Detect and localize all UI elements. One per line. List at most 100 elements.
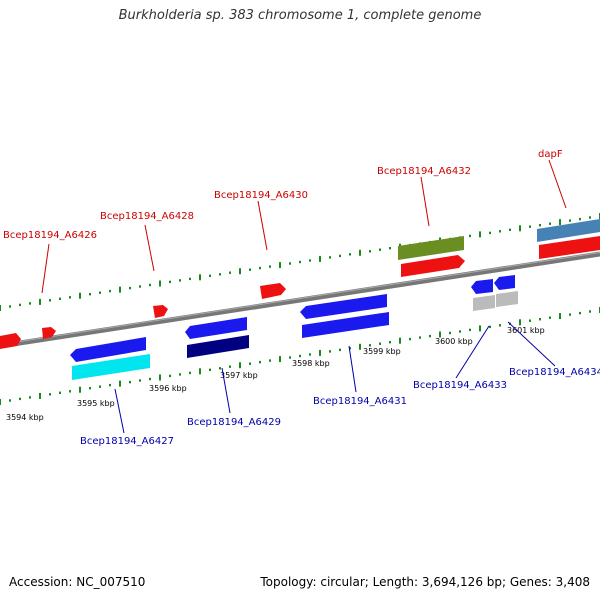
outer-track-minor-tick — [339, 254, 341, 258]
inner-track-minor-tick — [329, 350, 331, 353]
outer-track-minor-tick — [219, 273, 221, 276]
leader-a6428 — [144, 224, 155, 272]
outer-track-major-tick — [519, 225, 521, 232]
top-gene-labels: Bcep18194_A6426 Bcep18194_A6428 Bcep1819… — [3, 149, 567, 294]
gene-a6426-arrow[interactable] — [0, 333, 21, 349]
accession-text: Accession: NC_007510 — [9, 575, 146, 589]
outer-track-minor-tick — [509, 228, 511, 231]
inner-track-minor-tick — [189, 371, 191, 375]
outer-track-minor-tick — [69, 296, 71, 299]
gene-navy-feature[interactable] — [187, 335, 249, 358]
kbp-label-3600: 3600 kbp — [435, 337, 473, 346]
gene-label-a6427[interactable]: Bcep18194_A6427 — [80, 436, 174, 447]
gene-small-red-2[interactable] — [153, 305, 168, 318]
inner-track-minor-tick — [389, 341, 391, 344]
outer-track-minor-tick — [369, 250, 371, 253]
inner-track-minor-tick — [489, 325, 491, 329]
inner-track-minor-tick — [369, 344, 371, 347]
gene-cyan-feature[interactable] — [72, 354, 150, 380]
gene-label-a6434[interactable]: Bcep18194_A6434 — [509, 367, 600, 378]
outer-track-minor-tick — [149, 283, 151, 287]
gene-a6432-arrow[interactable] — [401, 255, 465, 277]
outer-track-minor-tick — [569, 219, 571, 222]
inner-track-major-tick — [159, 374, 161, 381]
inner-track-major-tick — [199, 368, 201, 375]
outer-track-minor-tick — [579, 217, 581, 221]
outer-track-minor-tick — [129, 286, 131, 290]
gene-dapf-arrow[interactable] — [539, 236, 600, 259]
gene-a6430-arrow[interactable] — [260, 283, 286, 299]
inner-track-minor-tick — [209, 368, 211, 371]
outer-track-major-tick — [79, 292, 81, 299]
outer-track-major-tick — [319, 255, 321, 262]
inner-track-major-tick — [239, 362, 241, 369]
kbp-label-3601: 3601 kbp — [507, 326, 545, 335]
leader-a6432 — [420, 176, 430, 227]
inner-track-major-tick — [519, 319, 521, 326]
inner-track-minor-tick — [169, 374, 171, 378]
outer-track-minor-tick — [229, 271, 231, 274]
gene-label-a6430[interactable]: Bcep18194_A6430 — [214, 190, 308, 201]
inner-track-minor-tick — [449, 331, 451, 335]
inner-track-minor-tick — [179, 373, 181, 376]
gene-steel-feature[interactable] — [537, 219, 600, 242]
forward-genes — [0, 219, 600, 349]
gene-grey-2[interactable] — [496, 291, 518, 307]
gene-label-a6428[interactable]: Bcep18194_A6428 — [100, 211, 194, 222]
gene-a6427-arrow[interactable] — [70, 337, 146, 362]
inner-track-minor-tick — [429, 334, 431, 338]
gene-a6433-arrow[interactable] — [471, 279, 493, 294]
kbp-label-3598: 3598 kbp — [292, 359, 330, 368]
gene-label-a6429[interactable]: Bcep18194_A6429 — [187, 417, 281, 428]
outer-track-minor-tick — [309, 259, 311, 262]
outer-track-minor-tick — [139, 285, 141, 288]
inner-track-major-tick — [359, 343, 361, 350]
inner-track-major-tick — [119, 380, 121, 387]
inner-track-major-tick — [559, 313, 561, 320]
chromosome-backbone-highlight — [0, 252, 600, 345]
inner-track-minor-tick — [59, 391, 61, 394]
kbp-label-3594: 3594 kbp — [6, 413, 44, 422]
gene-a6431-upper[interactable] — [300, 294, 387, 319]
outer-track-minor-tick — [549, 222, 551, 225]
gene-label-a6432[interactable]: Bcep18194_A6432 — [377, 166, 471, 177]
gene-label-a6431[interactable]: Bcep18194_A6431 — [313, 396, 407, 407]
gene-label-a6426[interactable]: Bcep18194_A6426 — [3, 230, 97, 241]
outer-track-minor-tick — [269, 265, 271, 268]
gene-small-red-1[interactable] — [42, 327, 56, 339]
inner-track-minor-tick — [89, 387, 91, 390]
inner-track-minor-tick — [309, 353, 311, 356]
outer-track-minor-tick — [259, 266, 261, 270]
outer-track-minor-tick — [489, 231, 491, 235]
outer-track-minor-tick — [59, 297, 61, 300]
inner-track-minor-tick — [339, 348, 341, 352]
gene-a6434-arrow[interactable] — [494, 275, 515, 290]
inner-track-major-tick — [39, 392, 41, 399]
gene-label-a6433[interactable]: Bcep18194_A6433 — [413, 380, 507, 391]
inner-track-major-tick — [0, 399, 1, 405]
inner-track-minor-tick — [219, 367, 221, 370]
inner-track-minor-tick — [569, 313, 571, 316]
gene-a6429-arrow[interactable] — [185, 317, 247, 339]
inner-track-minor-tick — [549, 316, 551, 319]
inner-track-major-tick — [319, 349, 321, 356]
gene-label-dapf[interactable]: dapF — [538, 149, 563, 160]
gene-a6431-lower[interactable] — [302, 312, 389, 338]
outer-track-minor-tick — [169, 280, 171, 284]
leader-a6433 — [455, 325, 490, 379]
inner-track-minor-tick — [529, 319, 531, 322]
gene-olive-feature[interactable] — [398, 236, 464, 260]
bottom-gene-labels: Bcep18194_A6427 Bcep18194_A6429 Bcep1819… — [80, 321, 600, 447]
gene-grey-1[interactable] — [473, 295, 495, 311]
outer-track-major-tick — [199, 274, 201, 281]
reverse-genes — [70, 275, 518, 380]
inner-track-minor-tick — [459, 330, 461, 333]
inner-track-minor-tick — [229, 365, 231, 368]
outer-track-major-tick — [479, 231, 481, 238]
inner-track-major-tick — [479, 325, 481, 332]
outer-track-major-tick — [279, 262, 281, 269]
inner-track-minor-tick — [259, 360, 261, 364]
outer-track-minor-tick — [249, 268, 251, 271]
inner-track-major-tick — [79, 386, 81, 393]
inner-track-minor-tick — [409, 337, 411, 341]
